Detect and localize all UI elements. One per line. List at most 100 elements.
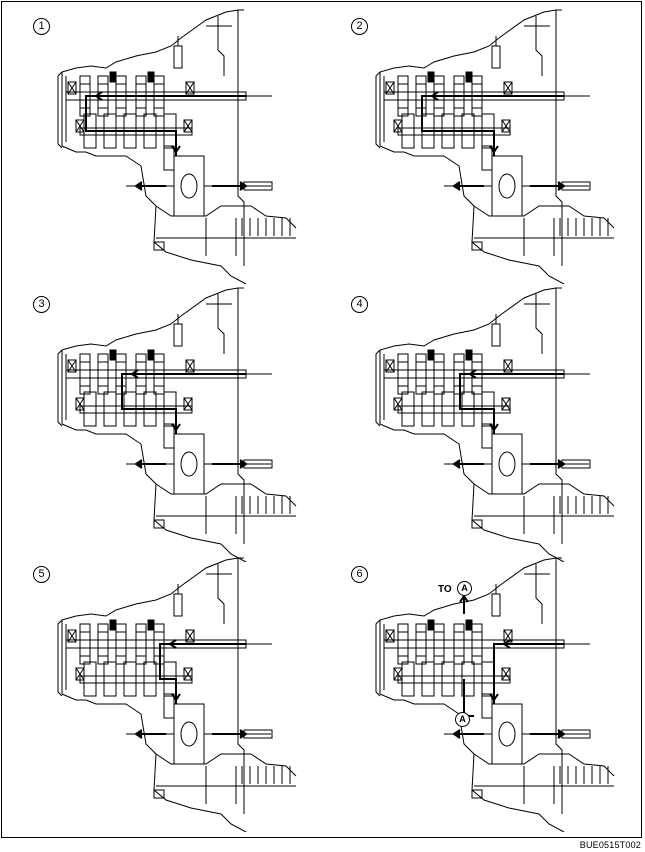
flow-arrow bbox=[171, 693, 181, 702]
case-face bbox=[237, 558, 245, 814]
arrow-head-left bbox=[452, 181, 461, 191]
transaxle-cross-section-2 bbox=[375, 9, 615, 284]
shift-rod bbox=[491, 36, 501, 69]
end-cover bbox=[375, 71, 385, 149]
to-label: TO bbox=[438, 584, 452, 595]
bearing-hatch bbox=[185, 359, 195, 373]
input-gear bbox=[79, 353, 91, 395]
figure-code: BUE0515T002 bbox=[579, 840, 641, 850]
bearing bbox=[393, 667, 403, 681]
arrow-head-right bbox=[239, 729, 248, 739]
input-gear bbox=[415, 623, 427, 665]
bearing-hatch bbox=[393, 119, 403, 133]
panel-number-1: 1 bbox=[33, 18, 50, 35]
bearing-hatch bbox=[67, 81, 77, 95]
flow-arrow bbox=[489, 693, 499, 702]
input-gear bbox=[433, 353, 445, 395]
bearing bbox=[503, 359, 513, 373]
differential-case bbox=[173, 703, 205, 765]
case-face bbox=[555, 288, 563, 544]
bell-housing bbox=[524, 16, 550, 76]
synchronizer bbox=[109, 619, 117, 631]
power-flow bbox=[452, 594, 566, 739]
bearing-hatch bbox=[385, 359, 395, 373]
bearing-hatch bbox=[183, 119, 193, 133]
power-flow-path bbox=[421, 95, 564, 156]
arrow-head-left bbox=[452, 729, 461, 739]
bearing bbox=[503, 81, 513, 95]
lower-gear-train bbox=[155, 483, 297, 534]
flow-arrow bbox=[468, 369, 477, 379]
panel-number-2: 2 bbox=[351, 18, 368, 35]
output-gear bbox=[441, 391, 455, 427]
output-gear bbox=[401, 661, 415, 697]
transaxle-cross-section-3 bbox=[57, 287, 297, 562]
bearing-hatch bbox=[501, 667, 511, 681]
output-gear bbox=[461, 661, 475, 697]
panel-number-6: 6 bbox=[351, 566, 368, 583]
power-flow bbox=[85, 91, 248, 191]
power-flow bbox=[421, 91, 566, 191]
synchronizer bbox=[109, 71, 117, 83]
bearing bbox=[183, 119, 193, 133]
drain-plug bbox=[471, 789, 483, 799]
ref-a-top: A bbox=[457, 581, 472, 596]
lower-gear-train bbox=[155, 205, 297, 256]
panel-number-4: 4 bbox=[351, 296, 368, 313]
panel-3: 3 bbox=[6, 284, 324, 562]
flow-arrow bbox=[130, 369, 139, 379]
arrow-head-right bbox=[557, 181, 566, 191]
bearing bbox=[385, 81, 395, 95]
synchronizer bbox=[427, 71, 435, 83]
power-flow-path bbox=[493, 643, 564, 704]
bearing bbox=[393, 397, 403, 411]
differential-pinion bbox=[498, 173, 516, 199]
output-gear bbox=[401, 113, 415, 149]
end-cover bbox=[57, 619, 67, 697]
differential-case bbox=[491, 703, 523, 765]
bearing bbox=[183, 667, 193, 681]
transaxle-cross-section-4 bbox=[375, 287, 615, 562]
flow-arrow bbox=[430, 91, 439, 101]
ref-a-lower: A bbox=[455, 712, 470, 727]
bearing-hatch bbox=[503, 81, 513, 95]
power-flow-path bbox=[85, 95, 246, 156]
input-gear bbox=[397, 75, 409, 117]
synchronizer bbox=[465, 619, 473, 631]
bearing bbox=[67, 359, 77, 373]
end-cover bbox=[375, 619, 385, 697]
housing-contour bbox=[61, 9, 247, 284]
transaxle-cross-section-1 bbox=[57, 9, 297, 284]
ring-gear bbox=[481, 145, 493, 171]
bearing-hatch bbox=[185, 81, 195, 95]
bearing bbox=[185, 81, 195, 95]
bearing-hatch bbox=[503, 629, 513, 643]
power-flow bbox=[121, 369, 248, 469]
flow-arrow bbox=[94, 91, 103, 101]
lower-gear-train bbox=[155, 753, 297, 804]
shift-rod bbox=[173, 314, 183, 347]
lower-gear-train bbox=[473, 205, 615, 256]
end-cover bbox=[375, 349, 385, 427]
bearing bbox=[501, 397, 511, 411]
case-face bbox=[237, 10, 245, 266]
bearing-hatch bbox=[501, 397, 511, 411]
panel-number-5: 5 bbox=[33, 566, 50, 583]
drain-plug bbox=[153, 789, 165, 799]
output-gear bbox=[83, 661, 97, 697]
bearing-hatch bbox=[67, 359, 77, 373]
output-gear bbox=[481, 661, 495, 697]
end-cover bbox=[57, 71, 67, 149]
input-gear bbox=[471, 623, 483, 665]
lower-gear-train bbox=[473, 753, 615, 804]
ring-gear bbox=[163, 423, 175, 449]
power-flow-path bbox=[121, 373, 246, 434]
bearing-hatch bbox=[75, 667, 85, 681]
housing-outline bbox=[375, 557, 615, 832]
input-gear bbox=[453, 623, 465, 665]
input-gear bbox=[415, 353, 427, 395]
bearing-hatch bbox=[183, 667, 193, 681]
output-gear bbox=[83, 391, 97, 427]
input-gear bbox=[97, 353, 109, 395]
bearing-hatch bbox=[385, 81, 395, 95]
